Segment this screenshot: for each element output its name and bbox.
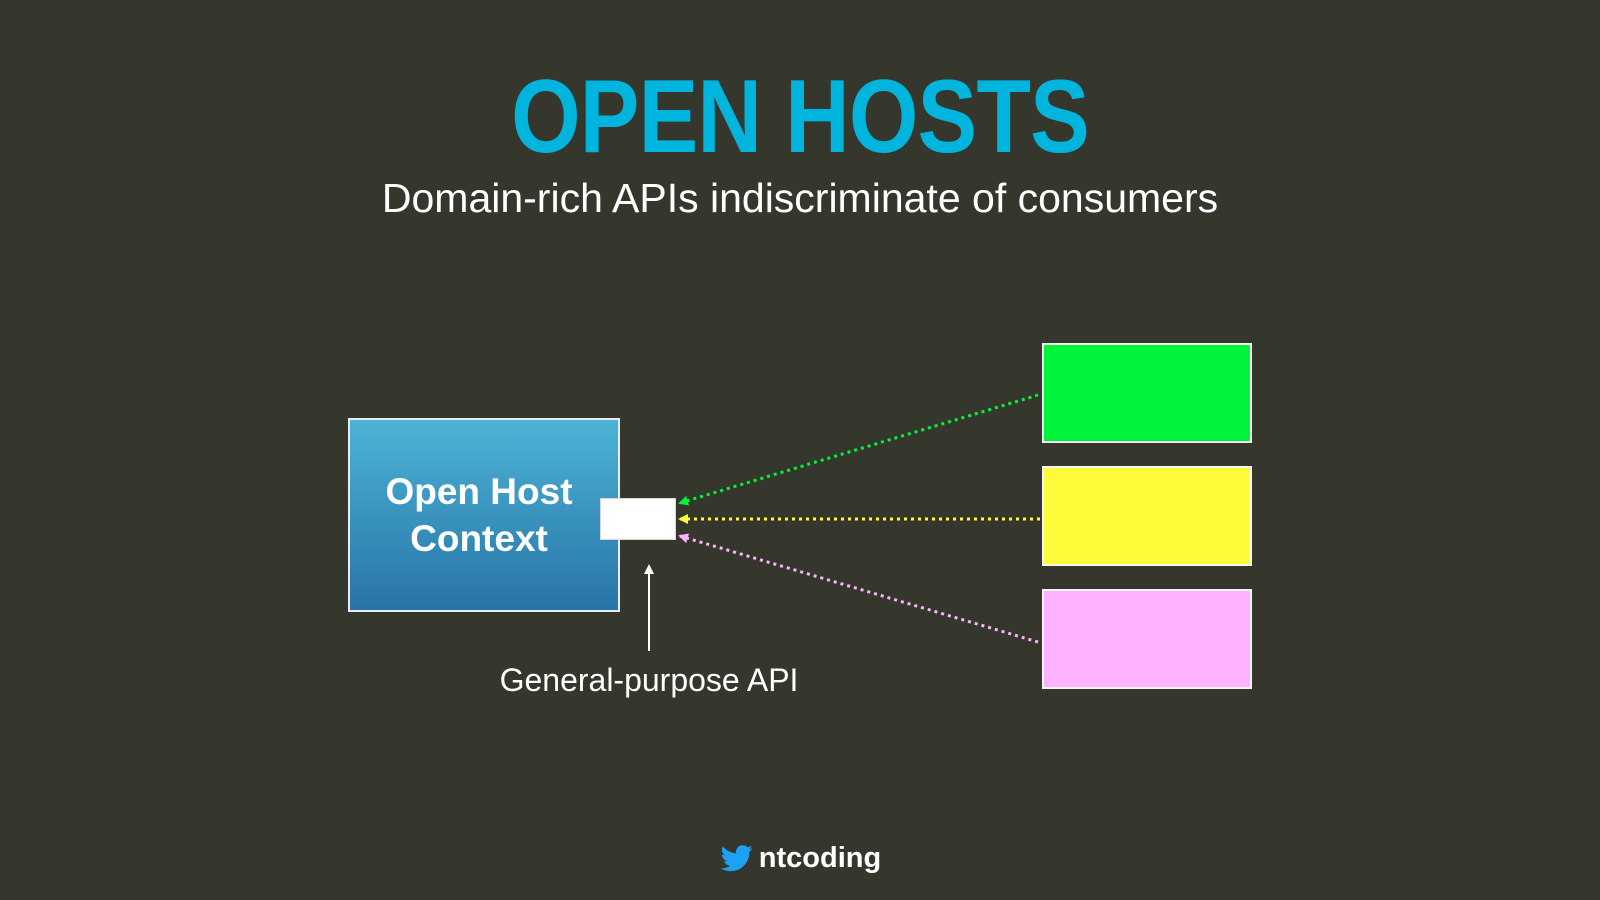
slide-title: OPEN HOSTS	[511, 59, 1090, 175]
twitter-bird-icon	[720, 845, 753, 872]
pink-consumer-connector	[678, 533, 1039, 644]
consumer-box-pink	[1042, 589, 1252, 689]
green-consumer-connector	[678, 393, 1039, 506]
twitter-handle: ntcoding	[758, 842, 882, 874]
consumer-box-green	[1042, 343, 1252, 443]
open-host-context-label: Open Host Context	[385, 471, 573, 559]
footer: ntcoding	[0, 840, 1600, 876]
slide-subtitle: Domain-rich APIs indiscriminate of consu…	[381, 175, 1219, 221]
open-host-context-box: Open Host Context	[348, 418, 620, 612]
general-purpose-api-box	[600, 498, 676, 540]
consumer-box-yellow	[1042, 466, 1252, 566]
general-purpose-api-caption: General-purpose API	[499, 662, 799, 698]
